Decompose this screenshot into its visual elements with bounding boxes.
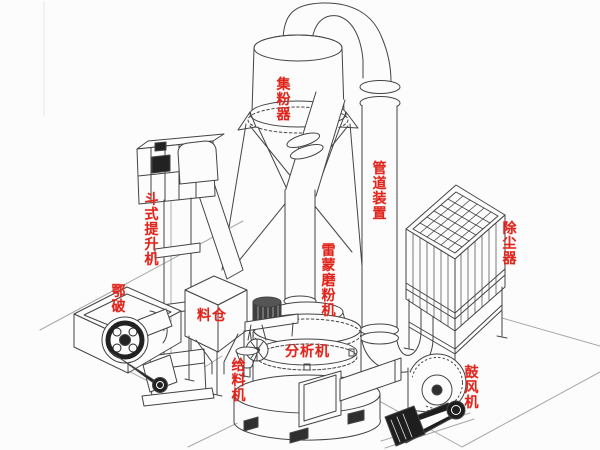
label-jaw-crusher: 鄂破 [111, 284, 126, 316]
raymond-mill [233, 295, 381, 444]
label-pipe-device: 管道装置 [372, 161, 387, 223]
label-cyclone-collector: 集粉器 [276, 77, 291, 124]
label-bucket-elevator: 斗式提升机 [144, 192, 159, 269]
mill-riser-pipe [284, 91, 346, 303]
label-analyzer: 分析机 [285, 344, 330, 360]
jaw-crusher [73, 286, 182, 393]
blower [384, 353, 467, 447]
dust-collector [403, 184, 508, 366]
label-blower: 鼓风机 [464, 365, 479, 412]
label-feeder: 给料机 [231, 358, 246, 405]
feeder-funnel [235, 346, 259, 378]
mill-blower-duct [339, 357, 402, 402]
label-raymond-mill: 雷蒙磨粉机 [321, 243, 336, 320]
filter-grid [419, 195, 492, 250]
analyzer-motor [244, 296, 299, 362]
label-dust-collector: 除尘器 [502, 221, 517, 268]
label-material-hopper: 料仓 [197, 308, 227, 324]
